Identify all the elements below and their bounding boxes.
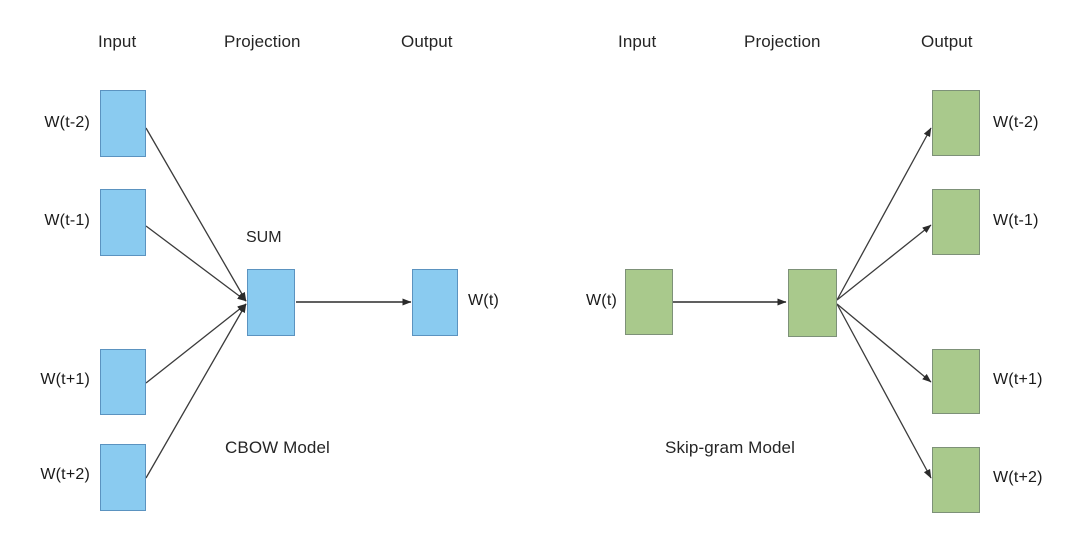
cbow-input-edges: [145, 127, 247, 479]
cbow-input-node-wt-2[interactable]: [100, 90, 146, 157]
cbow-input-node-wt-1[interactable]: [100, 189, 146, 256]
skipgram-output-edges: [836, 127, 932, 479]
skipgram-output-node-wt-2[interactable]: [932, 90, 980, 156]
cbow-input-label-wt2: W(t+2): [40, 466, 90, 483]
edge-skipgram-projection-to-wt-1: [836, 224, 932, 301]
skipgram-output-label-wt2: W(t+2): [993, 469, 1043, 486]
skipgram-input-label-wt: W(t): [585, 292, 617, 309]
skipgram-projection-node[interactable]: [788, 269, 837, 337]
skipgram-output-label-wt-2: W(t-2): [993, 114, 1039, 131]
cbow-input-label-wt1: W(t+1): [40, 371, 90, 388]
skipgram-header-projection: Projection: [744, 32, 821, 51]
edge-cbow-wt-2-to-sum: [145, 127, 247, 302]
skipgram-output-label-wt-1: W(t-1): [993, 212, 1039, 229]
edge-cbow-wt1-to-sum: [145, 303, 247, 384]
cbow-header-projection: Projection: [224, 32, 301, 51]
skipgram-output-node-wt-1[interactable]: [932, 189, 980, 255]
edge-skipgram-projection-to-wt-2: [836, 127, 932, 301]
skipgram-input-node-wt[interactable]: [625, 269, 673, 335]
cbow-header-output: Output: [401, 32, 453, 51]
skipgram-header-input: Input: [618, 32, 657, 51]
edge-skipgram-projection-to-wt2: [836, 303, 932, 479]
skipgram-header-output: Output: [921, 32, 973, 51]
cbow-output-node-wt[interactable]: [412, 269, 458, 336]
cbow-input-label-wt-1: W(t-1): [44, 212, 90, 229]
cbow-projection-node-sum[interactable]: [247, 269, 295, 336]
cbow-input-label-wt-2: W(t-2): [44, 114, 90, 131]
cbow-model-caption: CBOW Model: [225, 438, 330, 457]
skipgram-model-caption: Skip-gram Model: [665, 438, 795, 457]
skipgram-output-node-wt2[interactable]: [932, 447, 980, 513]
skipgram-output-node-wt1[interactable]: [932, 349, 980, 414]
cbow-input-node-wt2[interactable]: [100, 444, 146, 511]
edge-cbow-wt-1-to-sum: [145, 225, 247, 302]
cbow-input-node-wt1[interactable]: [100, 349, 146, 415]
cbow-sum-label: SUM: [246, 229, 282, 246]
edge-skipgram-projection-to-wt1: [836, 303, 932, 383]
skipgram-output-label-wt1: W(t+1): [993, 371, 1043, 388]
cbow-output-label-wt: W(t): [468, 292, 500, 309]
cbow-header-input: Input: [98, 32, 137, 51]
